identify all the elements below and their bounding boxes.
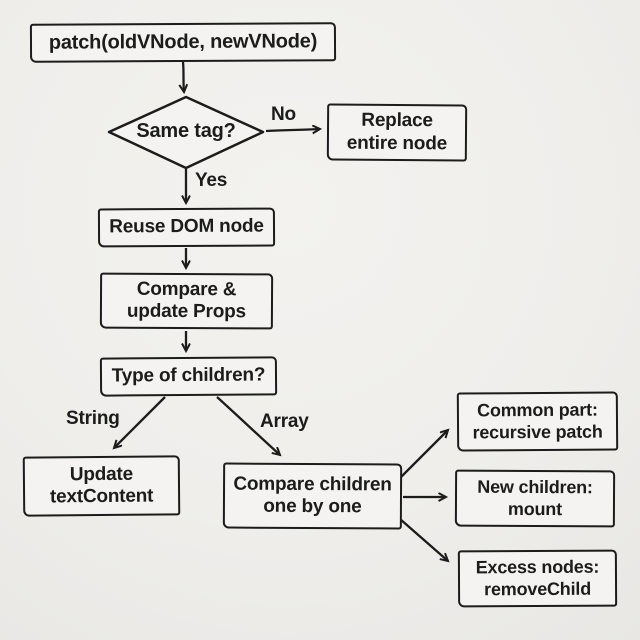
reuse-dom-node-node: Reuse DOM node	[97, 207, 276, 248]
compare-children-node: Compare children one by one	[222, 462, 403, 530]
update-text-line1: Update	[69, 463, 134, 485]
type-of-children-label: Type of children?	[111, 364, 266, 387]
arrow-same-tag-to-replace	[265, 129, 320, 131]
new-children-line1: New children:	[477, 476, 593, 498]
start-node-label: patch(oldVNode, newVNode)	[48, 30, 318, 54]
arrow-start-to-same-tag	[183, 61, 184, 92]
start-node: patch(oldVNode, newVNode)	[29, 22, 337, 63]
update-textcontent-node: Update textContent	[22, 455, 181, 517]
update-text-line2: textContent	[49, 485, 154, 508]
new-children-node: New children: mount	[454, 469, 616, 528]
replace-line2: entire node	[346, 132, 448, 154]
replace-entire-node-node: Replace entire node	[326, 103, 468, 162]
edge-label-array: Array	[260, 411, 309, 432]
arrow-type-to-compare-children	[216, 396, 280, 455]
compare-children-line2: one by one	[263, 495, 362, 518]
edge-label-string: String	[66, 408, 120, 429]
excess-nodes-line2: removeChild	[484, 578, 592, 599]
common-part-line1: Common part:	[477, 399, 598, 421]
compare-props-line2: update Props	[126, 300, 246, 323]
replace-line1: Replace	[361, 109, 433, 132]
same-tag-diamond-shape	[107, 95, 265, 170]
type-of-children-node: Type of children?	[99, 356, 278, 397]
excess-nodes-line1: Excess nodes:	[475, 556, 600, 578]
common-part-line2: recursive patch	[472, 421, 603, 442]
arrow-compare-children-to-common-part	[400, 430, 448, 478]
compare-children-line1: Compare children	[233, 473, 392, 496]
edge-label-yes: Yes	[195, 170, 228, 191]
common-part-node: Common part: recursive patch	[456, 391, 619, 452]
same-tag-decision-label: Same tag?	[136, 120, 236, 142]
new-children-line2: mount	[507, 498, 562, 519]
arrow-compare-children-to-excess-nodes	[399, 518, 448, 561]
reuse-dom-node-label: Reuse DOM node	[109, 215, 264, 238]
compare-update-props-node: Compare & update Props	[99, 272, 274, 330]
compare-props-line1: Compare &	[136, 278, 237, 300]
edge-label-no: No	[271, 104, 296, 125]
excess-nodes-node: Excess nodes: removeChild	[457, 549, 618, 608]
arrow-type-to-update-text	[114, 396, 166, 448]
